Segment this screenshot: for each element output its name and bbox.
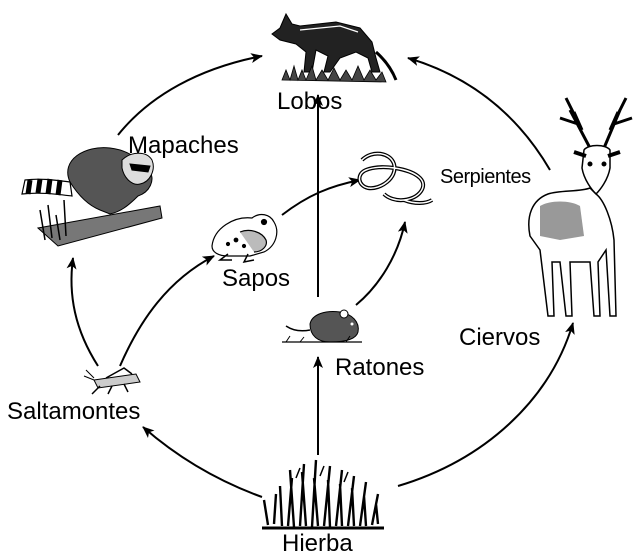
label-raccoons: Mapaches — [128, 134, 239, 158]
grasshopper-icon — [84, 368, 140, 394]
label-deer: Ciervos — [459, 326, 540, 350]
raccoon-icon — [22, 148, 162, 246]
label-toads: Sapos — [222, 267, 290, 291]
snake-icon — [359, 154, 432, 203]
mouse-icon — [282, 310, 362, 342]
toad-icon — [212, 215, 277, 262]
arrow-raccoons-to-wolves — [118, 56, 262, 135]
label-wolves: Lobos — [277, 90, 342, 114]
arrow-grass-to-grasshoppers — [143, 427, 262, 497]
arrow-deer-to-wolves — [408, 58, 550, 170]
label-grass: Hierba — [282, 532, 353, 556]
arrow-toads-to-snakes — [282, 180, 360, 215]
arrow-grasshoppers-to-toads — [120, 256, 214, 366]
grass-icon — [262, 460, 384, 528]
wolf-icon — [272, 14, 396, 82]
arrow-mice-to-snakes — [356, 222, 405, 305]
deer-icon — [529, 98, 632, 316]
arrow-grasshoppers-to-raccoons — [71, 258, 98, 366]
label-grasshoppers: Saltamontes — [7, 400, 140, 424]
label-snakes: Serpientes — [440, 167, 531, 187]
arrows — [71, 56, 573, 497]
label-mice: Ratones — [335, 356, 424, 380]
